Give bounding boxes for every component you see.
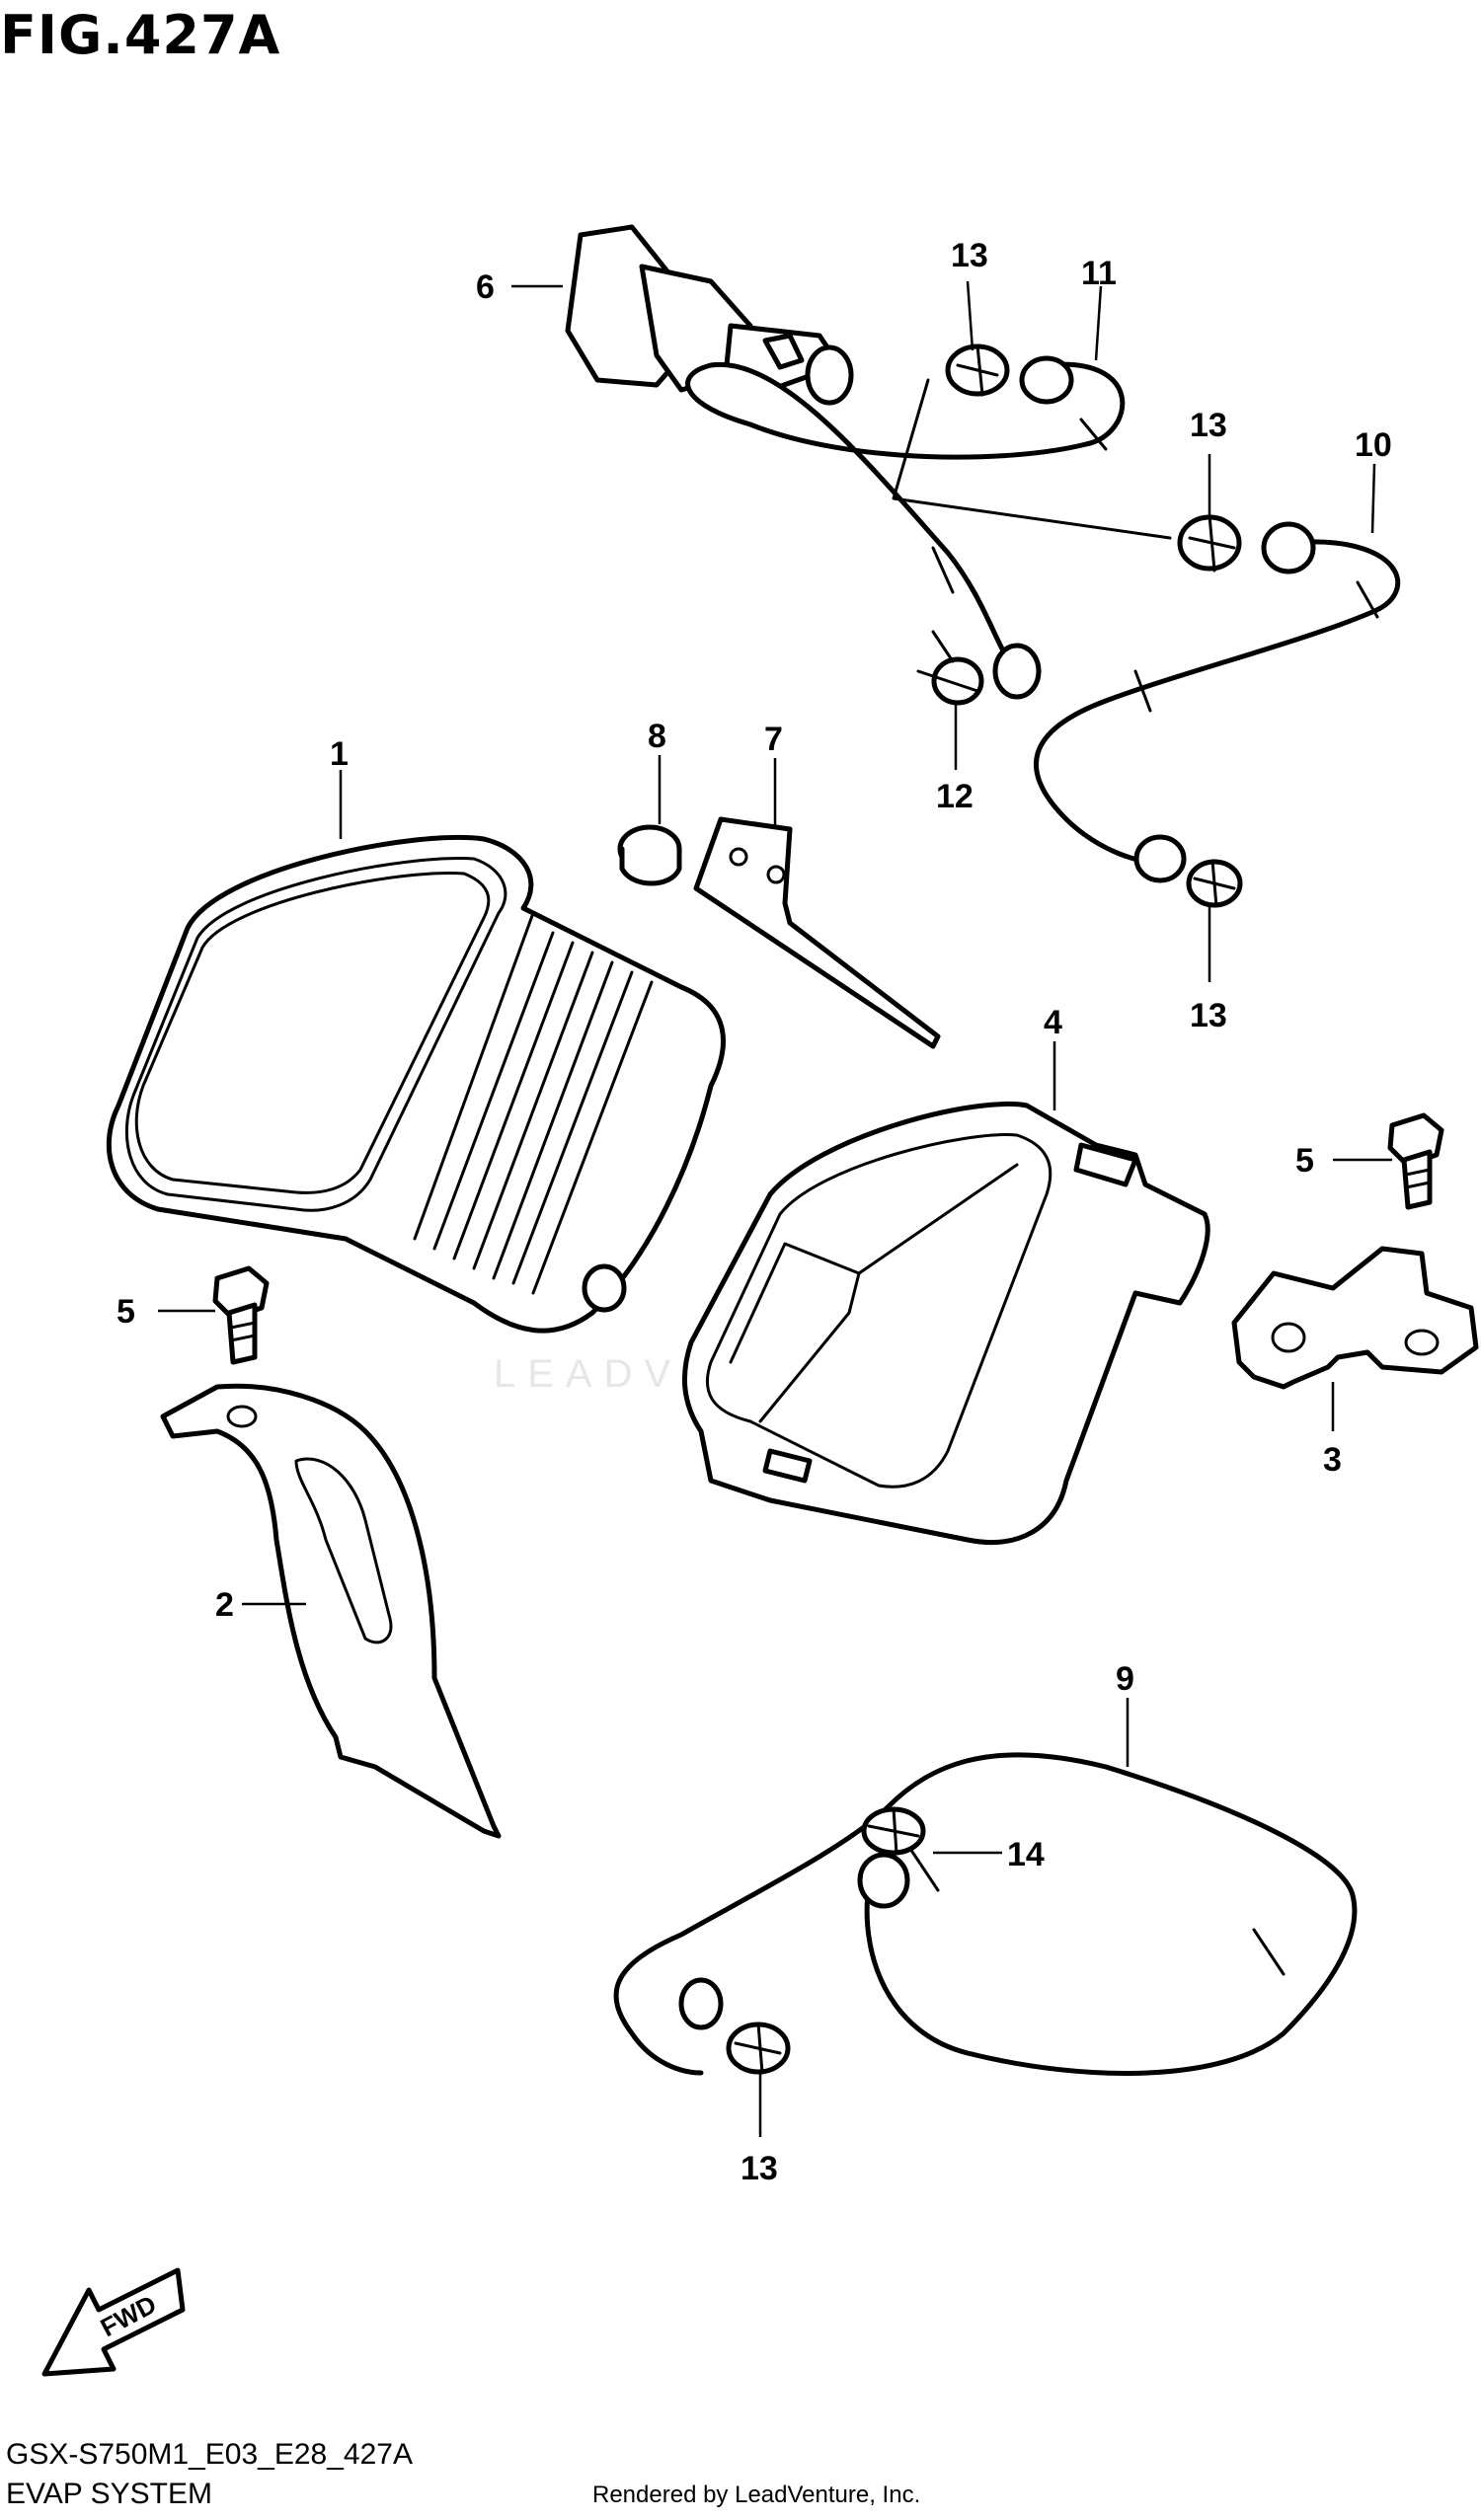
part-4-canister-cover[interactable] — [681, 1101, 1210, 1545]
callout-7: 7 — [764, 721, 783, 758]
callout-14: 14 — [1007, 1836, 1045, 1873]
part-14-clamp[interactable] — [861, 1806, 926, 1856]
part-11-hose[interactable] — [685, 355, 1126, 700]
part-13-clamp-b[interactable] — [1177, 513, 1242, 573]
callout-labels: 6 13 11 13 10 12 13 1 8 7 4 5 5 3 2 9 14… — [117, 237, 1392, 2187]
part-5-bolt-a[interactable] — [212, 1265, 270, 1365]
callout-6: 6 — [476, 268, 495, 306]
callout-1: 1 — [330, 735, 349, 773]
part-9-hose[interactable] — [613, 1752, 1358, 2076]
callout-13c: 13 — [1190, 997, 1227, 1034]
callout-13d: 13 — [740, 2150, 778, 2187]
part-13-clamp-c[interactable] — [1186, 859, 1243, 908]
callout-2: 2 — [215, 1586, 234, 1624]
part-10-hose[interactable] — [1033, 521, 1401, 883]
callout-5a: 5 — [117, 1293, 135, 1331]
callout-12: 12 — [936, 778, 974, 815]
figure-code: GSX-S750M1_E03_E28_427A — [6, 2438, 413, 2471]
render-credit: Rendered by LeadVenture, Inc. — [592, 2482, 921, 2508]
callout-3: 3 — [1323, 1441, 1342, 1479]
part-13-clamp-a[interactable] — [945, 344, 1010, 397]
part-3-bracket[interactable] — [1231, 1246, 1479, 1390]
callout-13a: 13 — [951, 237, 988, 274]
callout-13b: 13 — [1190, 407, 1227, 444]
part-12-clip[interactable] — [916, 630, 984, 706]
leader-lines — [158, 280, 1392, 2137]
part-2-bracket[interactable] — [160, 1383, 502, 1839]
part-7-bracket[interactable] — [693, 816, 941, 1049]
part-13-clamp-d[interactable] — [726, 2022, 791, 2075]
callout-11: 11 — [1081, 255, 1117, 292]
callout-8: 8 — [648, 718, 666, 755]
callout-9: 9 — [1116, 1660, 1134, 1698]
part-8-grommet[interactable] — [617, 824, 682, 886]
part-1-canister[interactable] — [106, 834, 726, 1334]
fwd-arrow-icon: FWD — [41, 2267, 186, 2377]
parts-diagram: FWD 6 13 11 13 10 12 13 1 8 7 4 5 5 — [41, 224, 1479, 2377]
callout-5b: 5 — [1295, 1142, 1314, 1180]
figure-title: FIG.427A — [0, 4, 281, 66]
callout-4: 4 — [1044, 1004, 1062, 1041]
figure-name: EVAP SYSTEM — [6, 2478, 212, 2510]
part-5-bolt-b[interactable] — [1387, 1112, 1444, 1210]
callout-10: 10 — [1355, 426, 1392, 464]
